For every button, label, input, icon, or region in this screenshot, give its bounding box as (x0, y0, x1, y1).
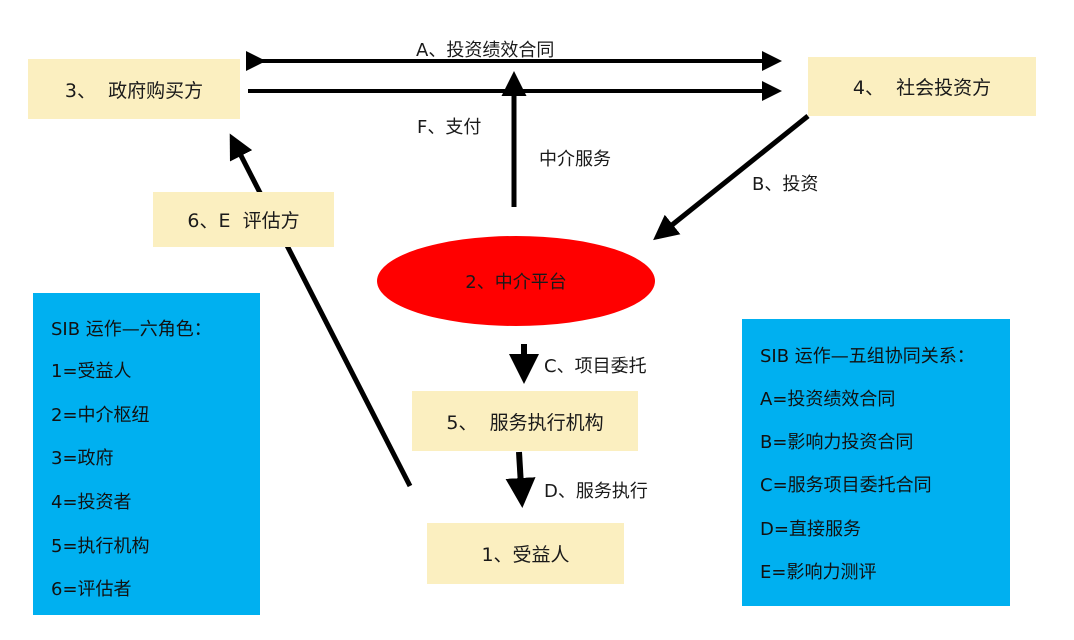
legend-roles-item: 1=受益人 (51, 361, 132, 382)
edge-label-a: A、投资绩效合同 (416, 40, 555, 61)
legend-relations-item: E=影响力测评 (760, 562, 877, 583)
legend-roles-item: 6=评估者 (51, 579, 132, 600)
legend-relations: SIB 运作—五组协同关系： A=投资绩效合同 B=影响力投资合同 C=服务项目… (742, 319, 1010, 606)
legend-relations-item: A=投资绩效合同 (760, 389, 896, 410)
edge-label-d: D、服务执行 (544, 481, 648, 502)
edge-label-b: B、投资 (752, 174, 819, 195)
legend-relations-title: SIB 运作—五组协同关系： (760, 346, 975, 367)
edge-label-f: F、支付 (417, 117, 482, 138)
legend-relations-item: B=影响力投资合同 (760, 432, 914, 453)
node-evaluator: 6、E 评估方 (153, 192, 334, 247)
legend-roles-item: 3=政府 (51, 448, 114, 469)
legend-roles-item: 5=执行机构 (51, 536, 150, 557)
intermediary-label: 2、中介平台 (465, 272, 567, 293)
intermediary-ellipse (377, 236, 655, 326)
node-investor: 4、 社会投资方 (808, 57, 1036, 116)
legend-roles: SIB 运作—六角色： 1=受益人 2=中介枢纽 3=政府 4=投资者 5=执行… (33, 293, 260, 615)
edge-label-c: C、项目委托 (544, 356, 647, 377)
node-government: 3、 政府购买方 (28, 59, 240, 119)
legend-relations-item: D=直接服务 (760, 519, 861, 540)
legend-roles-item: 4=投资者 (51, 492, 132, 513)
edge-label-intermediary-service: 中介服务 (539, 149, 611, 170)
node-beneficiary: 1、受益人 (427, 523, 624, 584)
legend-relations-item: C=服务项目委托合同 (760, 475, 932, 496)
arrow-d-service (505, 451, 536, 508)
node-provider: 5、 服务执行机构 (412, 391, 638, 451)
legend-roles-item: 2=中介枢纽 (51, 405, 150, 426)
arrow-b-investment (653, 114, 810, 241)
legend-roles-title: SIB 运作—六角色： (51, 319, 212, 340)
